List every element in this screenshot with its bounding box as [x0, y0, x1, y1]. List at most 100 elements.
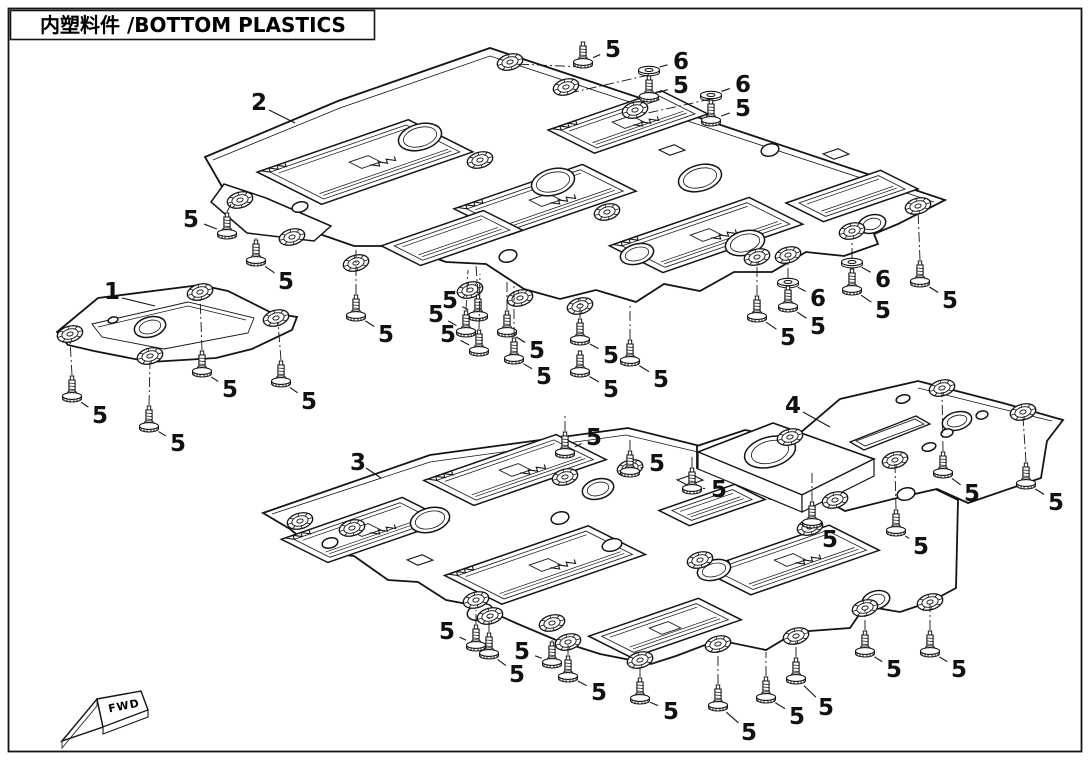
screw-mount-inner [543, 617, 561, 629]
screw-mount-center [236, 197, 244, 203]
guide-line [917, 209, 921, 261]
mount-spoke [297, 513, 300, 517]
mount-spoke [516, 63, 521, 66]
fastener-callout-6: 6 [735, 72, 751, 98]
mount-spoke [763, 258, 768, 261]
screw-icon [245, 239, 267, 267]
mount-spoke [560, 646, 564, 650]
mount-spoke [59, 330, 64, 333]
screw-mount-center [861, 605, 869, 611]
mount-spoke [637, 464, 643, 467]
panel-hole [601, 537, 623, 553]
screw-mount-inner [631, 654, 649, 666]
mount-spoke [289, 229, 292, 233]
panel-hole [321, 536, 339, 550]
mount-spoke [482, 601, 487, 604]
mount-spoke [482, 620, 486, 624]
fastener-callout-5: 5 [653, 367, 669, 393]
hatch-inner [670, 489, 754, 521]
fastener-callout-5: 5 [529, 338, 545, 364]
screw-mount-center [926, 599, 934, 605]
mount-spoke [839, 492, 843, 496]
screw-mount-inner [511, 292, 529, 304]
mount-spoke [744, 258, 750, 261]
mount-spoke [640, 664, 643, 668]
hatch-inner [797, 175, 907, 217]
mount-spoke [157, 352, 163, 355]
mount-spoke [634, 460, 638, 464]
mount-spoke [882, 461, 888, 464]
mount-spoke [922, 198, 926, 202]
mount-spoke [915, 198, 918, 202]
mount-spoke [613, 213, 618, 216]
screw-mount-center [506, 59, 514, 65]
screw-mount-center [576, 303, 584, 309]
mount-spoke [937, 598, 943, 601]
border-frame [7, 7, 1083, 753]
mount-spoke [892, 452, 895, 456]
mount-spoke [520, 302, 523, 306]
screw-mount-inner [61, 328, 79, 340]
raised-hatch [784, 169, 920, 223]
leader-line [861, 266, 871, 273]
hatch-inner [712, 530, 868, 590]
screw-mount-inner [267, 312, 285, 324]
screw-mount-inner [481, 610, 499, 622]
mount-spoke [931, 384, 936, 387]
screw-icon [138, 405, 160, 433]
mount-spoke [841, 501, 846, 504]
screw-mount-inner [779, 249, 797, 261]
mount-spoke [527, 294, 533, 297]
mount-spoke [905, 207, 911, 210]
mount-spoke [348, 267, 352, 271]
mount-spoke [783, 637, 789, 640]
hatch-rib [660, 221, 779, 263]
mount-spoke [604, 204, 607, 208]
mount-spoke [227, 201, 233, 204]
fastener-callout-5: 5 [913, 534, 929, 560]
screw-mount-inner [691, 554, 709, 566]
mount-spoke [137, 357, 143, 360]
mount-spoke [574, 643, 579, 646]
mount-spoke [611, 204, 615, 208]
mount-spoke [782, 441, 786, 445]
leader-line [904, 535, 910, 539]
mount-spoke [556, 615, 560, 619]
screw-mount-inner [556, 471, 574, 483]
raised-hatch [698, 524, 882, 596]
leader-line [928, 286, 939, 293]
mount-spoke [939, 380, 942, 384]
hatch-rib [592, 110, 684, 143]
mount-spoke [785, 632, 790, 635]
mount-spoke [787, 429, 790, 433]
mount-spoke [642, 106, 648, 109]
mount-spoke [792, 247, 796, 251]
mount-spoke [637, 652, 640, 656]
leader-line [592, 54, 601, 59]
screw-icon [345, 294, 367, 322]
screw-mount-inner [843, 225, 861, 237]
rib-spring [550, 194, 577, 205]
mount-spoke [596, 208, 601, 211]
mount-spoke [552, 627, 555, 631]
mount-spoke [816, 528, 821, 531]
mount-spoke [1020, 404, 1023, 408]
mount-spoke [507, 54, 510, 58]
guide-line [894, 463, 897, 510]
leader-line [462, 306, 469, 311]
screw-mount-inner [141, 350, 159, 362]
screw-mount-center [196, 289, 204, 295]
mount-spoke [304, 513, 308, 517]
mount-spoke [796, 438, 801, 441]
mount-spoke [700, 564, 703, 568]
mount-spoke [292, 241, 295, 245]
leader-line [775, 702, 786, 710]
screw-mount-inner [626, 104, 644, 116]
mount-spoke [268, 322, 272, 326]
screw-icon [557, 655, 579, 683]
mount-spoke [927, 594, 930, 598]
screw-mount-center [548, 620, 556, 626]
hatch-rib [664, 222, 782, 265]
